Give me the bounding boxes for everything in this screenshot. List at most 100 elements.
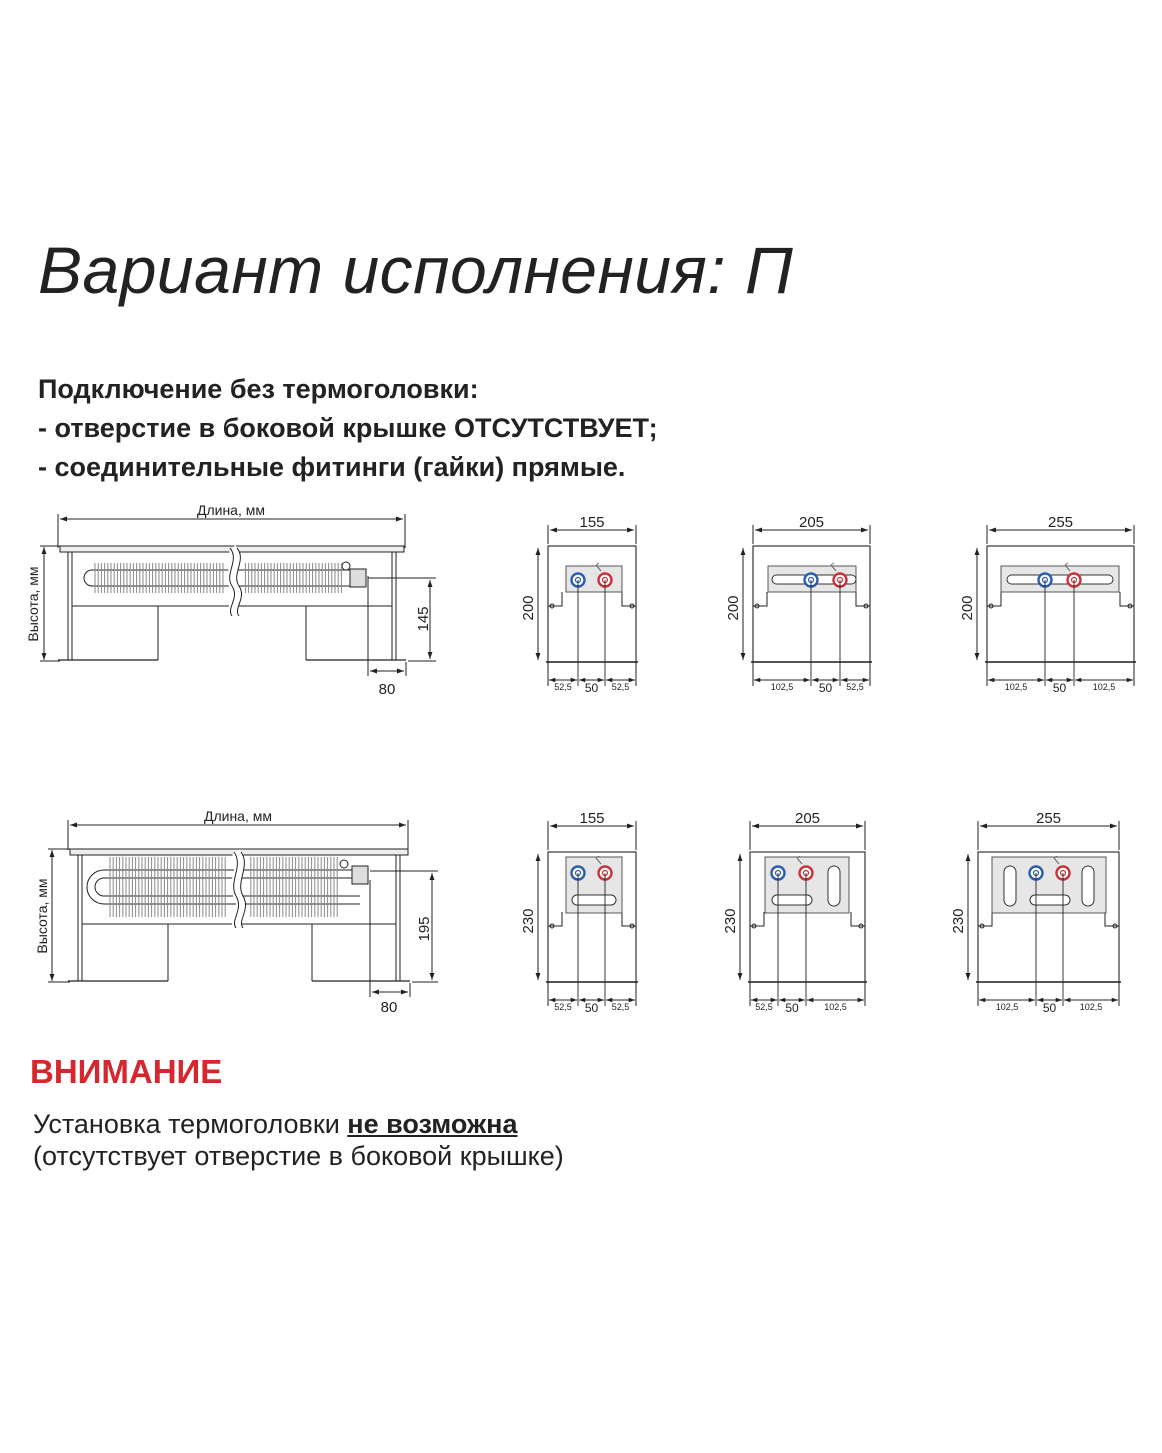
end-view-1: 155 200 52,5 50 52,5 [520,514,638,695]
warning-text-line2: (отсутствует отверстие в боковой крышке) [33,1141,564,1171]
bracket-right [621,912,636,927]
end-view-6-mid: 50 [1043,1001,1057,1015]
bracket-bolt [863,603,869,609]
bracket-bolt [629,603,635,609]
side-offset-row1: 80 [379,681,396,698]
end-view-5-body [737,821,867,1006]
bracket-right [1119,592,1134,607]
bracket-right [1104,912,1119,927]
end-view-5-width: 205 [795,810,820,827]
bracket-left [750,912,765,927]
slot [1081,865,1095,907]
end-view-3-left: 102,5 [1005,682,1028,692]
bracket-right [850,912,865,927]
side-height-row1: 145 [415,606,432,631]
slot [771,894,813,906]
height-label-row2: Высота, мм [34,878,50,953]
bracket-bolt [754,603,760,609]
end-view-6-body [965,821,1121,1006]
end-view-6-height: 230 [950,908,967,933]
end-view-4-left: 52,5 [554,1002,572,1012]
valve-key-icon [1064,562,1071,572]
end-view-4-mid: 50 [585,1001,599,1015]
end-view-2-height: 200 [725,595,742,620]
end-view-6-right: 102,5 [1080,1002,1103,1012]
warning-emphasis: не возможна [347,1109,518,1139]
end-view-2: 205 200 102,5 50 52,5 [725,514,872,695]
bracket-left [978,912,993,927]
bracket-bolt [988,603,994,609]
valve-key-icon [595,562,602,572]
end-view-1-height: 200 [520,595,537,620]
end-view-5-mid: 50 [785,1001,799,1015]
bracket-bolt [629,923,635,929]
slot [827,865,841,907]
end-view-3-mid: 50 [1053,681,1067,695]
valve-key-icon [830,562,837,572]
warning-heading: ВНИМАНИЕ [30,1053,223,1090]
slot [1006,574,1114,585]
bracket-bolt [858,923,864,929]
bracket-bolt [1112,923,1118,929]
page-title: Вариант исполнения: П [38,233,794,307]
bracket-bolt [751,923,757,929]
bracket-right [855,592,870,607]
end-view-4-body [535,821,638,1006]
bracket-left [753,592,768,607]
bracket-left [987,592,1002,607]
break-row2 [231,849,247,931]
end-view-1-left: 52,5 [554,682,572,692]
end-view-1-right: 52,5 [612,682,630,692]
end-view-3: 255 200 102,5 50 102,5 [959,514,1136,695]
bracket-right [621,592,636,607]
end-view-2-width: 205 [799,514,824,531]
end-view-5-height: 230 [722,908,739,933]
connection-notes: Подключение без термоголовки: - отверсти… [38,370,658,487]
valve-key-icon [595,855,602,865]
end-casing [986,545,1135,663]
connection-heading: Подключение без термоголовки: [38,374,479,404]
bracket-bolt [549,923,555,929]
end-view-6-width: 255 [1036,810,1061,827]
warning-text: Установка термоголовки не возможна (отсу… [33,1108,564,1172]
end-view-5-right: 102,5 [824,1002,847,1012]
side-offset-row2: 80 [381,999,398,1016]
fins-row1 [94,563,342,593]
bracket-bolt [979,923,985,929]
end-view-6-left: 102,5 [996,1002,1019,1012]
bracket-left [548,912,563,927]
length-label-row1: Длина, мм [197,502,265,518]
end-casing [547,545,637,663]
bracket-left [548,592,563,607]
end-view-4-height: 230 [520,908,537,933]
end-view-4-right: 52,5 [612,1002,630,1012]
height-label-row1: Высота, мм [25,566,41,641]
slot [1003,865,1017,907]
length-label-row2: Длина, мм [204,808,272,824]
connection-line-2: - соединительные фитинги (гайки) прямые. [38,452,626,482]
end-view-5: 205 230 52,5 50 102,5 [722,810,867,1015]
end-view-4: 155 230 52,5 50 52,5 [520,810,638,1015]
end-view-4-width: 155 [579,810,604,827]
valve-key-icon [1053,855,1060,865]
end-view-3-right: 102,5 [1093,682,1116,692]
end-view-2-mid: 50 [819,681,833,695]
end-view-1-body [535,525,638,686]
end-view-3-height: 200 [959,595,976,620]
end-view-6: 255 230 102,5 50 102,5 [950,810,1121,1015]
break-row1 [227,545,243,619]
connection-line-1: - отверстие в боковой крышке ОТСУТСТВУЕТ… [38,413,658,443]
bracket-bolt [1127,603,1133,609]
warning-text-start: Установка термоголовки [33,1109,348,1139]
bracket-bolt [549,603,555,609]
end-casing [752,545,871,663]
valve-key-icon [796,855,803,865]
slot [1029,894,1071,906]
slot [571,894,617,906]
end-view-1-mid: 50 [585,681,599,695]
end-view-3-width: 255 [1048,514,1073,531]
fins-row2 [109,857,338,917]
end-view-3-body [974,525,1136,686]
end-view-2-left: 102,5 [771,682,794,692]
